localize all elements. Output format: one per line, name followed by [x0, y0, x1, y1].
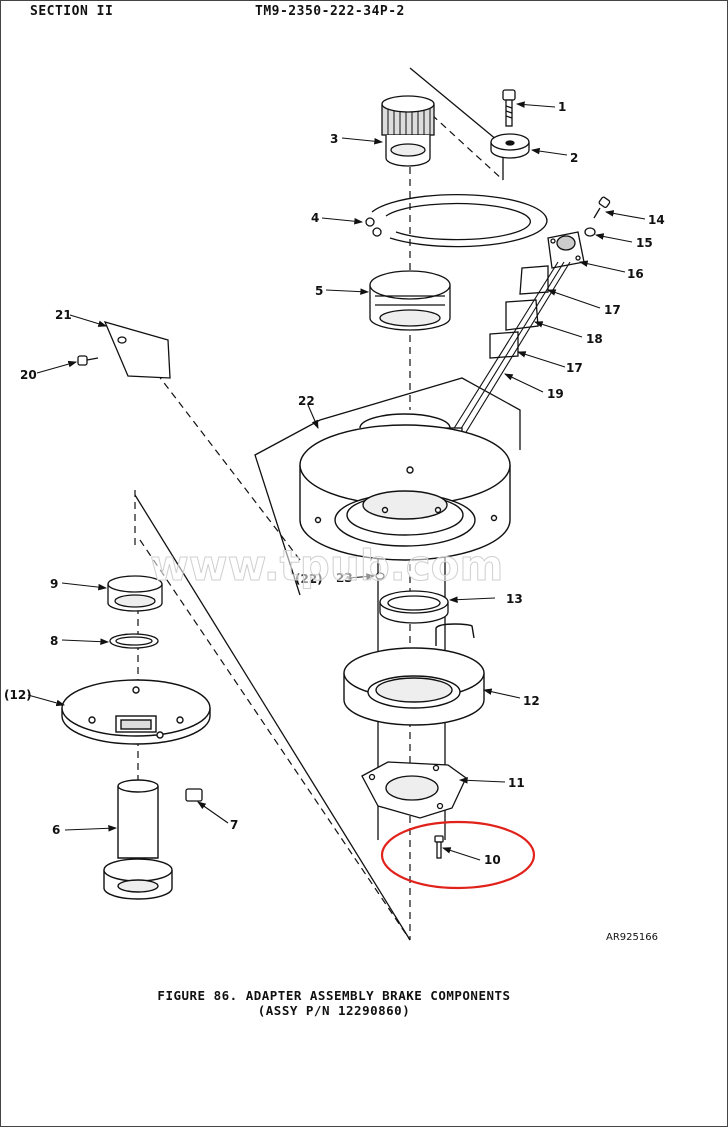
shaft-part-6: [103, 779, 173, 900]
screw-part-20: [77, 355, 99, 366]
gasket-part-17-upper: [519, 265, 549, 295]
pin-part-23: [375, 572, 385, 580]
figure-caption: FIGURE 86. ADAPTER ASSEMBLY BRAKE COMPON…: [157, 988, 511, 1003]
callout-3: 3: [330, 132, 338, 146]
callout-16: 16: [627, 267, 644, 281]
callout-5: 5: [315, 284, 323, 298]
gear-part-3: [381, 95, 435, 167]
o-ring-part-8: [109, 633, 159, 649]
callout-12: 12: [523, 694, 540, 708]
callout-6: 6: [52, 823, 60, 837]
callout-labels: 1 2 3 4 5 6 7 8 9 10 11 12 (12) 13 14 15…: [4, 100, 665, 867]
key-part-7: [185, 788, 203, 802]
flange-part-12: [61, 679, 211, 745]
callout-11: 11: [508, 776, 525, 790]
seal-part-13: [379, 590, 449, 624]
bolt-part-1: [502, 89, 516, 127]
callout-8: 8: [50, 634, 58, 648]
bushing-part-9: [107, 575, 163, 612]
callout-19: 19: [547, 387, 564, 401]
washer-part-15: [584, 227, 596, 237]
callout-21: 21: [55, 308, 72, 322]
callout-23: 23: [336, 571, 353, 585]
callout-22: 22: [298, 394, 315, 408]
callout-12-parenthetical: (12): [4, 688, 32, 702]
callout-22-parenthetical: (22): [295, 572, 323, 586]
art-number: AR925166: [606, 932, 658, 943]
callout-9: 9: [50, 577, 58, 591]
bearing-part-5: [369, 270, 451, 331]
highlight-circle: [380, 820, 536, 890]
leader-lines: [27, 101, 646, 861]
connector-part-16: [547, 231, 585, 269]
retaining-ring-part-4: [365, 193, 548, 248]
watermark: www.tpub.com: [150, 541, 503, 590]
screw-part-14: [593, 196, 611, 219]
callout-18: 18: [586, 332, 603, 346]
callout-13: 13: [506, 592, 523, 606]
gasket-part-18: [505, 299, 539, 331]
callout-20: 20: [20, 368, 37, 382]
callout-2: 2: [570, 151, 578, 165]
bracket-part-21: [103, 321, 171, 379]
figure-subcaption: (ASSY P/N 12290860): [257, 1003, 411, 1018]
callout-15: 15: [636, 236, 653, 250]
screw-part-10: [434, 835, 444, 859]
plate-part-11: [361, 761, 467, 819]
washer-part-2: [490, 133, 530, 159]
housing-part-22: [299, 413, 511, 561]
callout-17-upper: 17: [604, 303, 621, 317]
callout-1: 1: [558, 100, 566, 114]
manual-number: TM9-2350-222-34P-2: [255, 4, 405, 19]
coil-part-12: [343, 623, 485, 726]
callout-17-lower: 17: [566, 361, 583, 375]
section-label: SECTION II: [30, 4, 114, 19]
callout-14: 14: [648, 213, 665, 227]
callout-4: 4: [311, 211, 319, 225]
callout-7: 7: [230, 818, 238, 832]
callout-10: 10: [484, 853, 501, 867]
